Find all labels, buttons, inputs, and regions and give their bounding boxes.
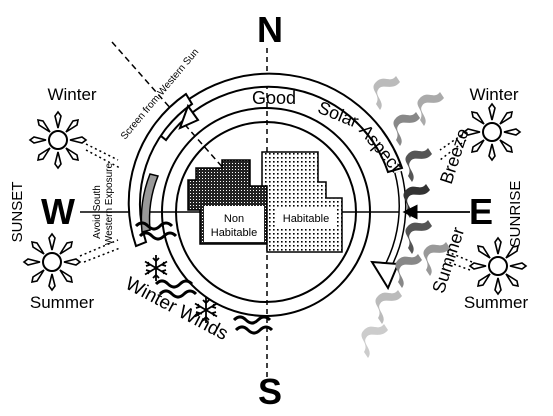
western-screen-band [127, 92, 194, 248]
sun-icon [29, 111, 87, 169]
non-habitable-label: Habitable [211, 227, 257, 239]
good-solar-aspect-label: Good [252, 88, 296, 108]
site-inner-ring [175, 121, 357, 303]
winter-west-label: Winter [47, 85, 96, 104]
western-sun-screen-line [111, 41, 263, 213]
solar-aspect-arc [154, 72, 404, 174]
avoid-exposure-label: Avoid South [92, 185, 103, 239]
snowflake-icon [144, 254, 168, 282]
east-label: E [469, 191, 493, 232]
south-label: S [258, 371, 282, 412]
summer-breeze-label: Summer [428, 225, 468, 296]
wind-wave-icon [154, 279, 194, 289]
west-label: W [41, 191, 75, 232]
sun-icon [463, 103, 521, 161]
non-habitable-label: Non [224, 213, 244, 225]
north-label: N [257, 9, 283, 50]
sun-ray-lines [439, 131, 473, 271]
summer-west-label: Summer [30, 293, 95, 312]
summer-breeze-label: Breeze [436, 126, 473, 186]
avoid-exposure-label: Western Exposure [104, 163, 115, 246]
avoid-exposure-band [140, 173, 160, 233]
sunrise-label: SUNRISE [507, 181, 524, 248]
habitable-label: Habitable [283, 213, 329, 225]
sun-icon [469, 237, 527, 295]
wind-wave-icon [232, 315, 272, 325]
winter-east-label: Winter [469, 85, 518, 104]
winter-winds-label: Winter Winds [122, 273, 232, 345]
sunset-label: SUNSET [9, 182, 26, 243]
habitable-zone [261, 151, 343, 253]
sun-icon [23, 233, 81, 291]
summer-east-label: Summer [464, 293, 529, 312]
